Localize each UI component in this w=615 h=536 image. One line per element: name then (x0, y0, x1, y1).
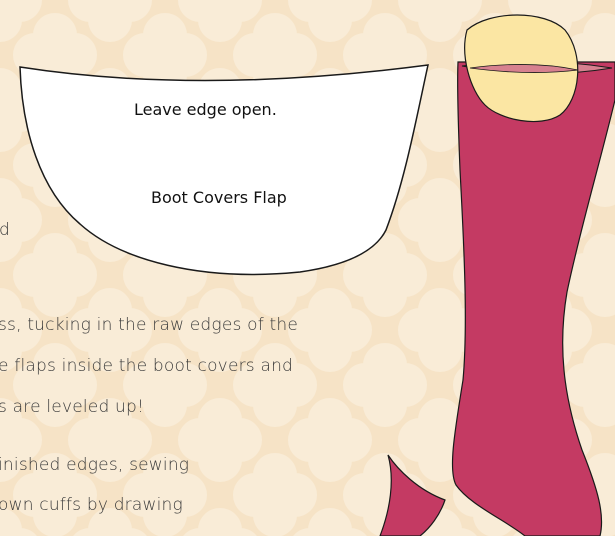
leave-edge-open-label: Leave edge open. (134, 100, 277, 119)
boot-heel (380, 455, 445, 536)
boot-covers-flap-label: Boot Covers Flap (151, 188, 287, 207)
boot-covers-flap (20, 65, 428, 274)
boot-body (452, 62, 615, 536)
